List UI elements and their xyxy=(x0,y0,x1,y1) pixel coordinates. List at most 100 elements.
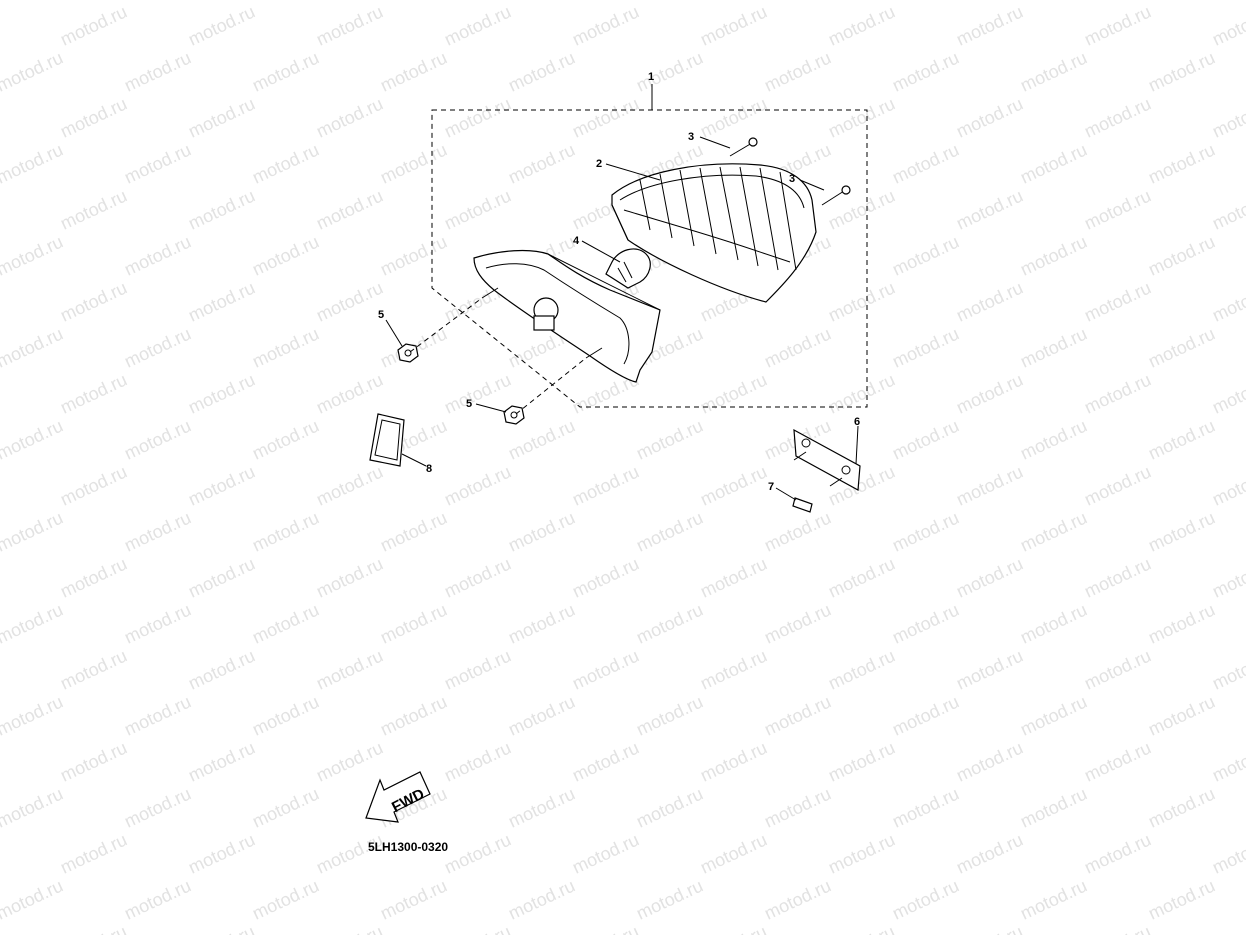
watermark-text: motod.ru xyxy=(505,599,578,647)
bulb xyxy=(605,248,651,289)
watermark-text: motod.ru xyxy=(1209,277,1246,325)
watermark-text: motod.ru xyxy=(953,1,1026,49)
watermark-text: motod.ru xyxy=(825,277,898,325)
watermark-text: motod.ru xyxy=(825,93,898,141)
watermark-text: motod.ru xyxy=(441,93,514,141)
watermark-text: motod.ru xyxy=(185,185,258,233)
watermark-text: motod.ru xyxy=(57,461,130,509)
callout-5-upper: 5 xyxy=(378,309,384,321)
watermark-text: motod.ru xyxy=(889,0,962,4)
watermark-text: motod.ru xyxy=(953,93,1026,141)
watermark-text: motod.ru xyxy=(249,415,322,463)
watermark-text: motod.ru xyxy=(953,277,1026,325)
watermark-text: motod.ru xyxy=(697,553,770,601)
watermark-text: motod.ru xyxy=(249,139,322,187)
watermark-text: motod.ru xyxy=(441,737,514,785)
watermark-text: motod.ru xyxy=(185,921,258,935)
watermark-text: motod.ru xyxy=(249,875,322,923)
watermark-text: motod.ru xyxy=(889,415,962,463)
watermark-text: motod.ru xyxy=(1145,599,1218,647)
watermark-text: motod.ru xyxy=(569,737,642,785)
watermark-text: motod.ru xyxy=(0,737,2,785)
nut-lower xyxy=(503,405,525,425)
watermark-text: motod.ru xyxy=(697,921,770,935)
watermark-text: motod.ru xyxy=(825,737,898,785)
watermark-text: motod.ru xyxy=(633,783,706,831)
screw-right xyxy=(821,185,851,206)
watermark-text: motod.ru xyxy=(441,553,514,601)
watermark-text: motod.ru xyxy=(569,829,642,877)
watermark-text: motod.ru xyxy=(185,277,258,325)
watermark-text: motod.ru xyxy=(505,139,578,187)
watermark-text: motod.ru xyxy=(121,0,194,4)
watermark-text: motod.ru xyxy=(569,461,642,509)
lamp-base xyxy=(473,249,661,383)
watermark-text: motod.ru xyxy=(569,93,642,141)
callout-8: 8 xyxy=(426,463,432,475)
watermark-text: motod.ru xyxy=(377,139,450,187)
watermark-text: motod.ru xyxy=(761,599,834,647)
watermark-text: motod.ru xyxy=(313,461,386,509)
watermark-text: motod.ru xyxy=(1017,47,1090,95)
watermark-text: motod.ru xyxy=(0,507,66,555)
callout-7: 7 xyxy=(768,481,774,493)
watermark-text: motod.ru xyxy=(0,783,66,831)
watermark-text: motod.ru xyxy=(185,1,258,49)
callout-3-right: 3 xyxy=(789,173,795,185)
watermark-text: motod.ru xyxy=(0,93,2,141)
watermark-text: motod.ru xyxy=(441,921,514,935)
watermark-text: motod.ru xyxy=(953,921,1026,935)
watermark-text: motod.ru xyxy=(1017,139,1090,187)
watermark-text: motod.ru xyxy=(697,93,770,141)
watermark-text: motod.ru xyxy=(761,875,834,923)
watermark-text: motod.ru xyxy=(1145,507,1218,555)
watermark-text: motod.ru xyxy=(185,461,258,509)
watermark-text: motod.ru xyxy=(825,553,898,601)
plate-bracket xyxy=(793,428,861,491)
watermark-text: motod.ru xyxy=(761,691,834,739)
watermark-text: motod.ru xyxy=(121,875,194,923)
watermark-text: motod.ru xyxy=(377,0,450,4)
watermark-text: motod.ru xyxy=(1081,369,1154,417)
watermark-text: motod.ru xyxy=(57,737,130,785)
watermark-text: motod.ru xyxy=(377,691,450,739)
watermark-text: motod.ru xyxy=(0,645,2,693)
watermark-text: motod.ru xyxy=(697,645,770,693)
watermark-text: motod.ru xyxy=(1209,645,1246,693)
watermark-text: motod.ru xyxy=(441,1,514,49)
watermark-text: motod.ru xyxy=(505,783,578,831)
watermark-text: motod.ru xyxy=(1145,875,1218,923)
watermark-text: motod.ru xyxy=(313,737,386,785)
watermark-text: motod.ru xyxy=(249,323,322,371)
watermark-text: motod.ru xyxy=(441,369,514,417)
watermark-text: motod.ru xyxy=(0,599,66,647)
watermark-text: motod.ru xyxy=(953,369,1026,417)
watermark-text: motod.ru xyxy=(1081,645,1154,693)
watermark-text: motod.ru xyxy=(1081,277,1154,325)
watermark-text: motod.ru xyxy=(1145,323,1218,371)
watermark-text: motod.ru xyxy=(377,599,450,647)
watermark-text: motod.ru xyxy=(1017,507,1090,555)
watermark-text: motod.ru xyxy=(0,139,66,187)
watermark-text: motod.ru xyxy=(377,507,450,555)
watermark-text: motod.ru xyxy=(0,553,2,601)
watermark-text: motod.ru xyxy=(313,645,386,693)
watermark-text: motod.ru xyxy=(0,0,66,4)
watermark-text: motod.ru xyxy=(569,645,642,693)
watermark-text: motod.ru xyxy=(121,415,194,463)
watermark-text: motod.ru xyxy=(889,323,962,371)
watermark-text: motod.ru xyxy=(1017,323,1090,371)
watermark-text: motod.ru xyxy=(0,323,66,371)
watermark-text: motod.ru xyxy=(313,185,386,233)
callout-3-upper: 3 xyxy=(688,131,694,143)
watermark-text: motod.ru xyxy=(0,829,2,877)
watermark-text: motod.ru xyxy=(889,691,962,739)
watermark-text: motod.ru xyxy=(633,0,706,4)
watermark-text: motod.ru xyxy=(377,231,450,279)
watermark-text: motod.ru xyxy=(1145,231,1218,279)
watermark-text: motod.ru xyxy=(633,507,706,555)
watermark-text: motod.ru xyxy=(825,921,898,935)
watermark-text: motod.ru xyxy=(249,599,322,647)
